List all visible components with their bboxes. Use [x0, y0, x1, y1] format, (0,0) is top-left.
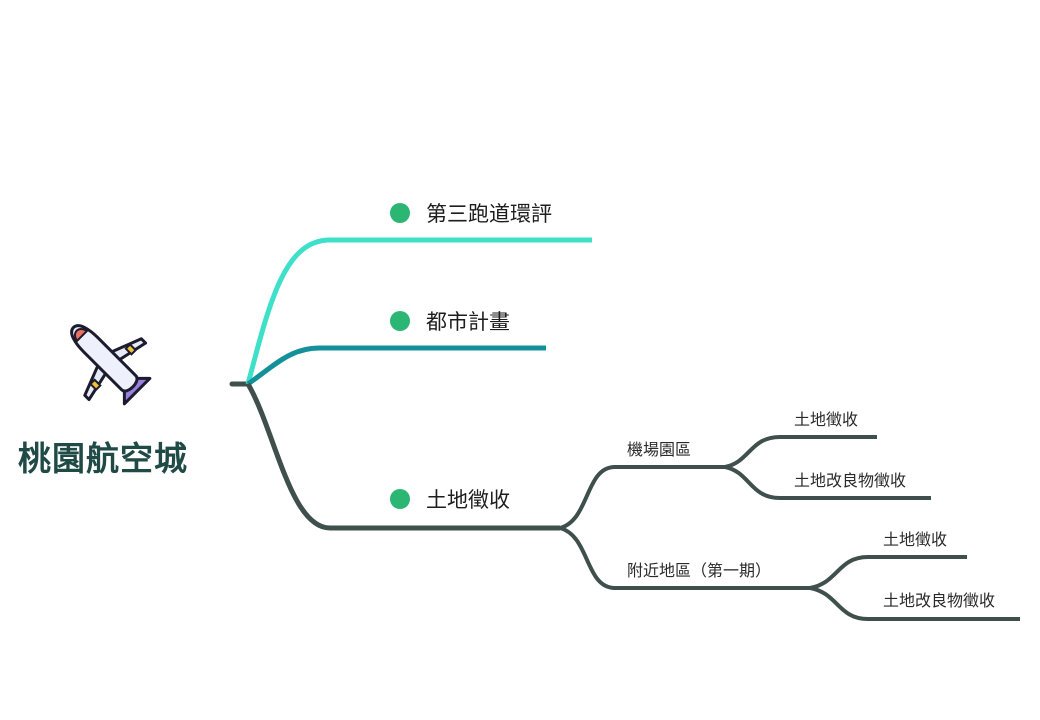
leaf-line-nearby-improvements	[809, 586, 1020, 621]
topic-label: 土地徵收	[426, 488, 510, 512]
subbranch-line-airport-park	[559, 465, 725, 530]
leaf-line-airport-improvements	[724, 465, 931, 500]
leaf-airport-improvement-expropriation[interactable]: 土地改良物徵收	[794, 471, 907, 490]
subbranch-line-nearby-area	[559, 526, 810, 590]
subtopic-nearby-area[interactable]: 附近地區（第一期）	[627, 561, 772, 580]
leaf-nearby-improvement-expropriation[interactable]: 土地改良物徵收	[883, 591, 996, 610]
subtopic-airport-park[interactable]: 機場園區	[627, 440, 692, 459]
leaf-line-airport-land	[724, 435, 877, 469]
leaf-airport-land-expropriation[interactable]: 土地徵收	[794, 410, 859, 429]
airplane-icon	[70, 324, 152, 406]
topic-environmental-assessment[interactable]: 第三跑道環評	[390, 198, 552, 228]
topic-land-expropriation[interactable]: 土地徵收	[390, 484, 510, 514]
branch-line-land-expropriation	[245, 382, 560, 531]
topic-marker	[390, 203, 410, 223]
leaf-line-nearby-land	[809, 555, 967, 590]
topic-marker	[390, 311, 410, 331]
root-title[interactable]: 桃園航空城	[18, 439, 188, 478]
topic-label: 第三跑道環評	[426, 202, 552, 226]
topic-urban-planning[interactable]: 都市計畫	[390, 306, 510, 336]
topic-label: 都市計畫	[426, 310, 510, 334]
branch-line-urban-planning	[246, 345, 546, 387]
topic-marker	[390, 489, 410, 509]
leaf-nearby-land-expropriation[interactable]: 土地徵收	[883, 530, 948, 549]
branch-line-environmental	[245, 237, 592, 385]
